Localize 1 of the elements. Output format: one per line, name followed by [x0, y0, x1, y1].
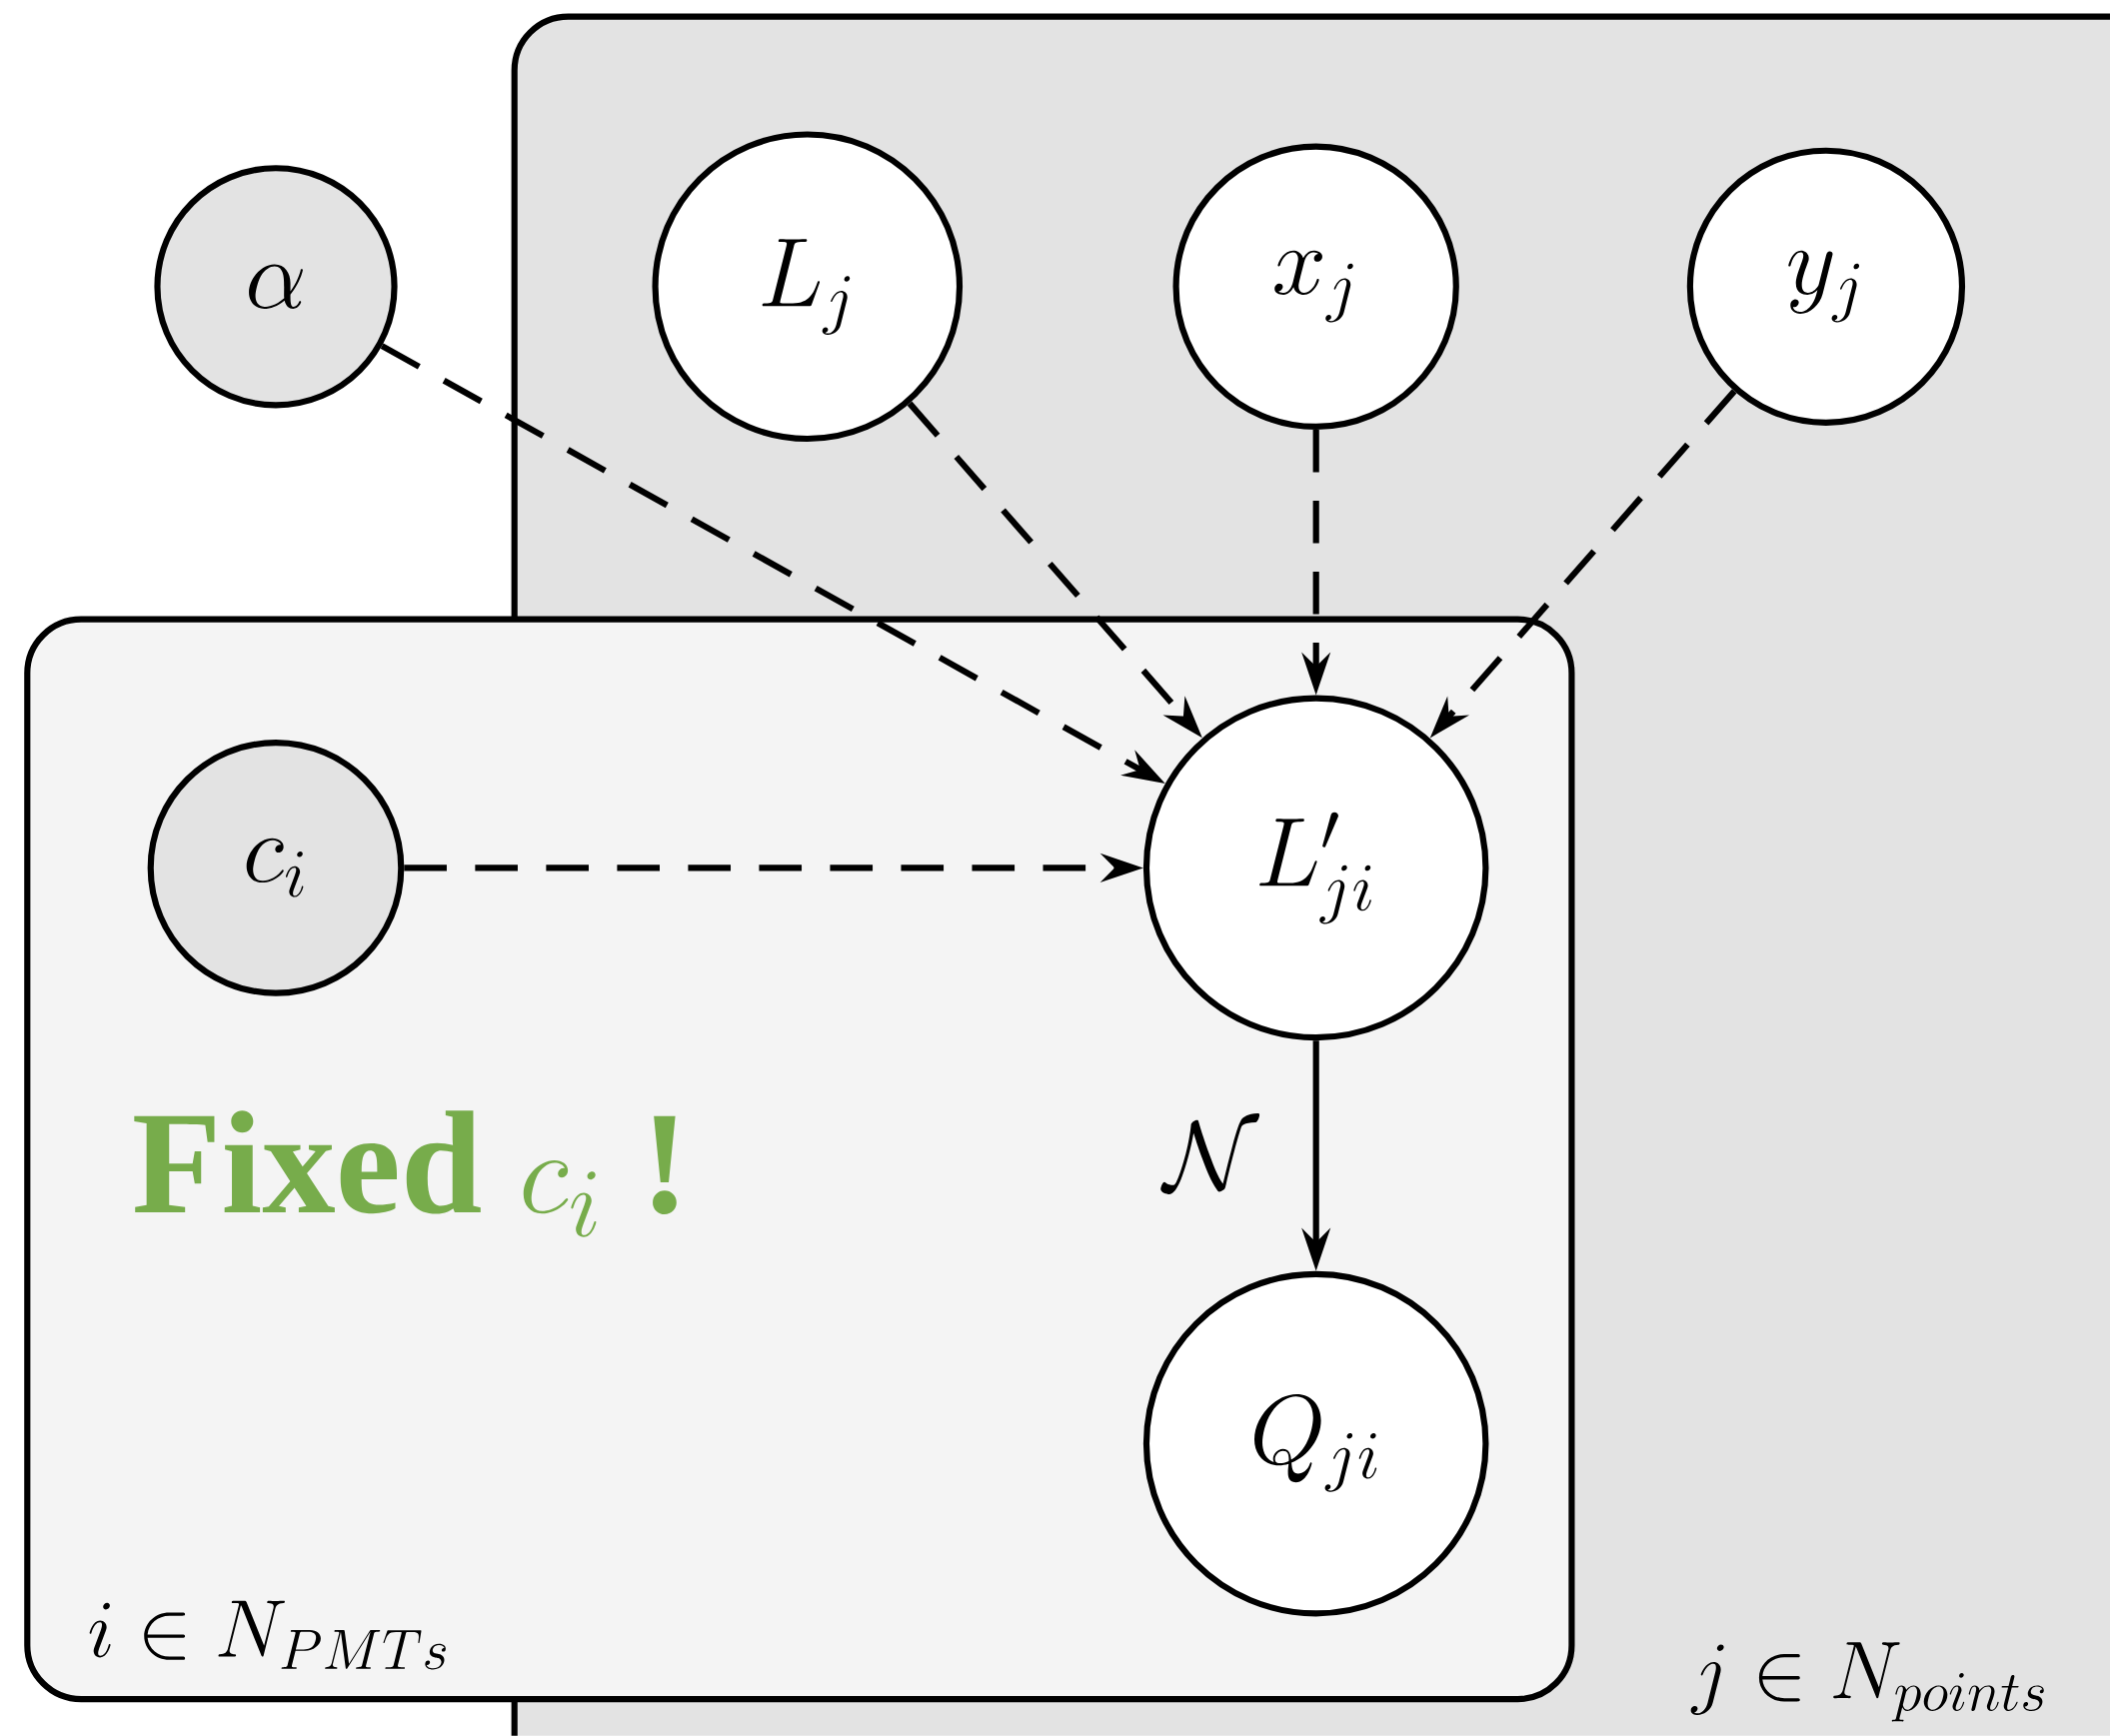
edge-label: $\mathcal{N}$ — [1153, 1112, 1268, 1199]
